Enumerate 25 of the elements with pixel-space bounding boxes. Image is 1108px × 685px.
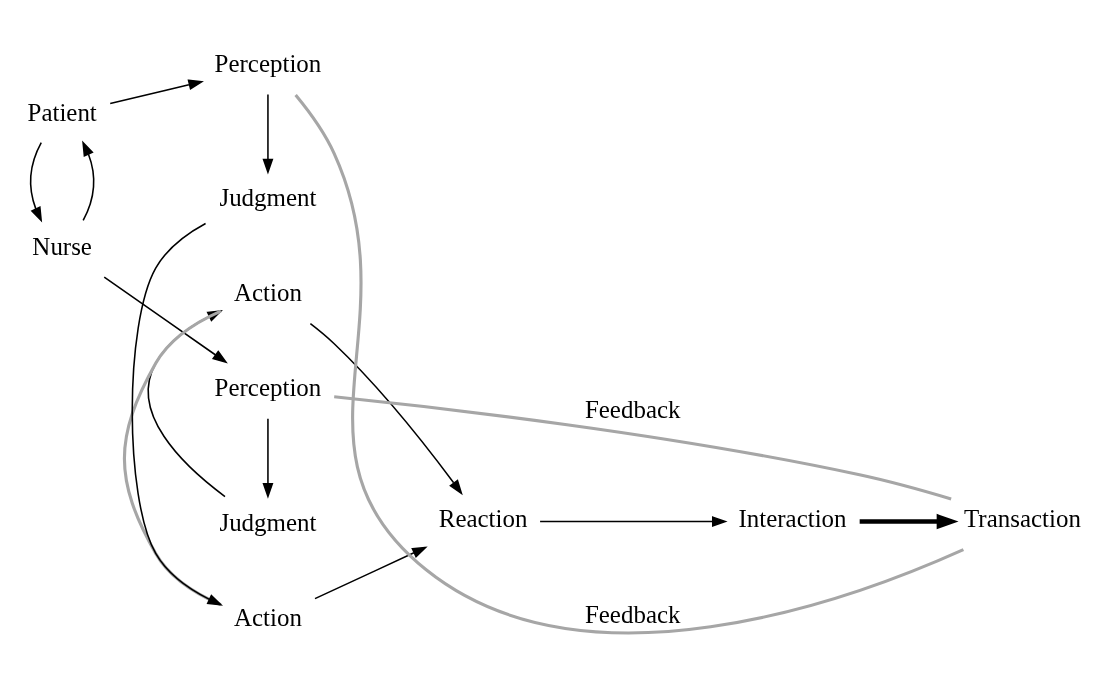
node-text: Judgment bbox=[219, 508, 317, 536]
edge-label: Feedback bbox=[584, 600, 681, 628]
edge-label: Feedback bbox=[584, 395, 681, 423]
node-text: Patient bbox=[27, 98, 97, 126]
arrow bbox=[82, 140, 95, 221]
arrow bbox=[262, 93, 274, 174]
node-text: Reaction bbox=[438, 504, 528, 532]
arrow bbox=[314, 545, 428, 599]
node-text: Judgment bbox=[219, 183, 317, 211]
node-text: Nurse bbox=[32, 232, 92, 260]
connector bbox=[294, 93, 964, 634]
node-text: Perception bbox=[214, 49, 322, 77]
arrow bbox=[859, 513, 959, 529]
node-text: Transaction bbox=[964, 504, 1081, 532]
arrow bbox=[29, 141, 43, 223]
arrow bbox=[539, 515, 728, 527]
node-text: Perception bbox=[214, 373, 322, 401]
node-text: Action bbox=[234, 603, 302, 631]
node-text: Action bbox=[234, 278, 302, 306]
arrow bbox=[103, 275, 228, 364]
arrow bbox=[262, 417, 274, 499]
node-text: Interaction bbox=[738, 504, 847, 532]
arrow bbox=[309, 322, 463, 495]
connector bbox=[334, 394, 952, 500]
arrow bbox=[109, 79, 204, 104]
